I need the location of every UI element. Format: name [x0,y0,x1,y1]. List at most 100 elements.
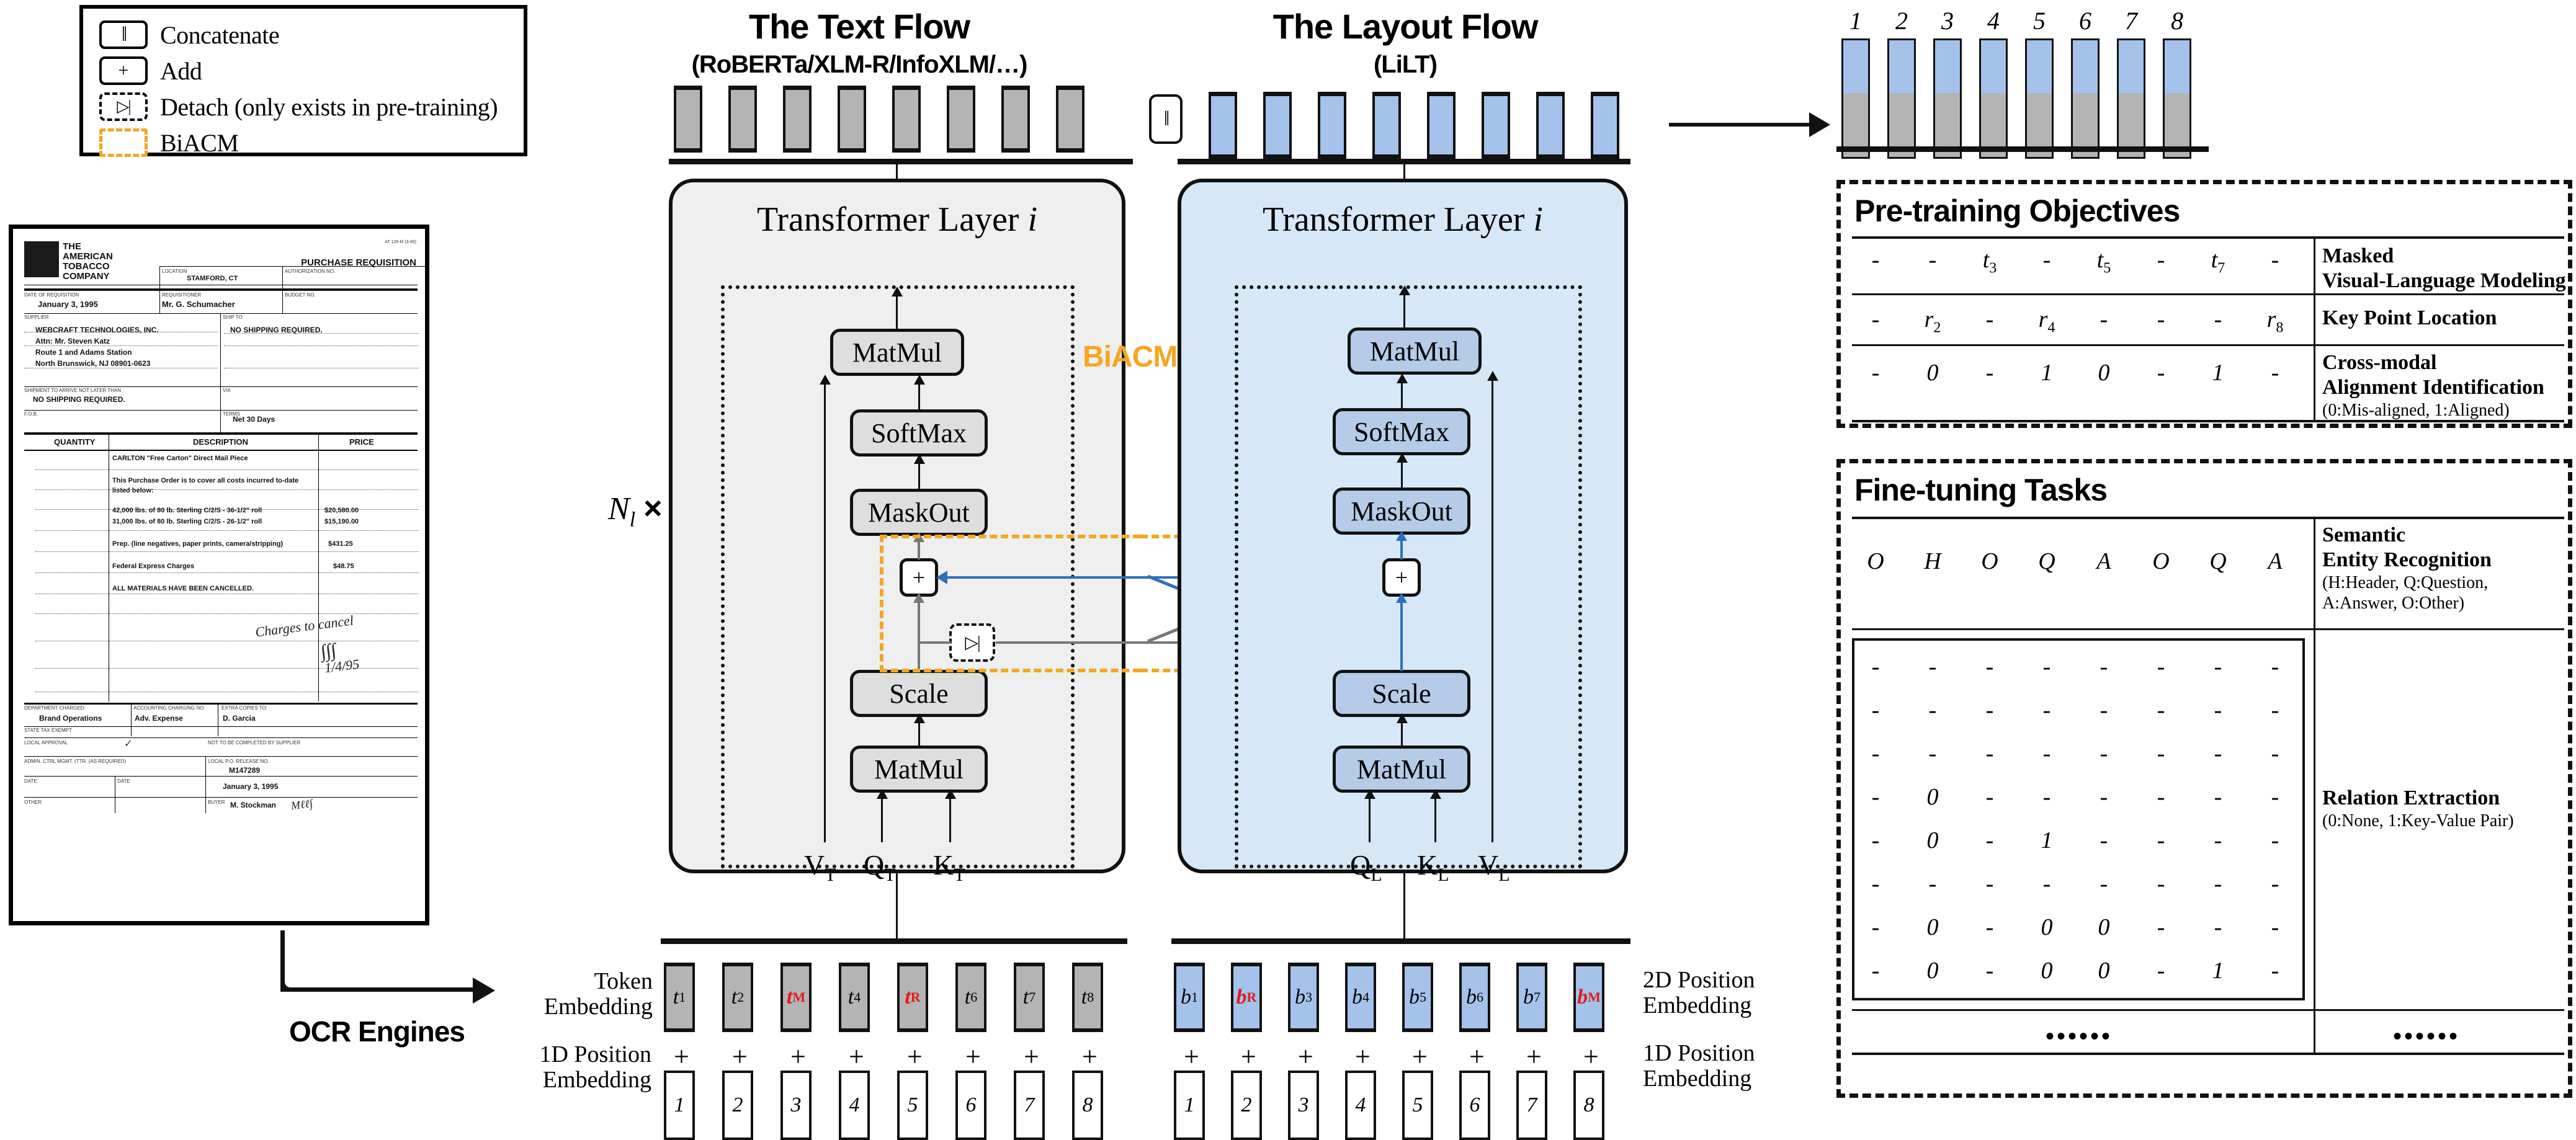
output-bar-layout-part [1841,38,1870,93]
re-matrix-cell: - [1985,871,1994,897]
layer-repeat-label: Nl × [608,491,663,532]
doc-footer-state-tax: STATE TAX EXEMPT [24,728,72,733]
text-embedding-underbar [661,938,1127,944]
re-matrix-cell: - [2214,697,2222,723]
text-maskout: MaskOut [850,489,988,536]
re-matrix-cell: - [2271,871,2279,897]
doc-value-requisitioner: Mr. G. Schumacher [162,300,235,309]
doc-row-desc-8: ALL MATERIALS HAVE BEEN CANCELLED. [112,585,254,592]
legend-item-add: + Add [99,53,524,88]
output-bar-index: 1 [1849,7,1862,35]
layout-embedding-underbar [1171,938,1630,944]
re-matrix-cell: - [2042,654,2051,680]
position-embedding-cell: 8 [1072,1071,1103,1140]
re-matrix-cell: - [2042,697,2051,723]
pretraining-cell: - [1928,247,1937,273]
text-matmul-bottom-label: MatMul [874,754,964,785]
ser-cell: H [1924,548,1941,574]
doc-footer-buyer-value: M. Stockman [230,801,277,809]
text-flow-top-connector [896,159,898,180]
position-embedding-cell: 6 [955,1071,986,1140]
re-matrix-cell: - [2157,871,2165,897]
pretraining-cell: - [2271,360,2279,386]
output-arrow-line [1669,123,1810,127]
pretraining-cell: r4 [2038,306,2055,336]
concatenate-icon: ‖ [99,20,148,49]
embedding-plus-symbol: + [1241,1041,1256,1072]
re-matrix-cell: - [1985,827,1994,853]
embedding-plus-symbol: + [849,1041,864,1072]
output-bar [1979,38,2008,159]
document-image: THE AMERICAN TOBACCO COMPANY AT 135-M (3… [9,225,429,925]
re-matrix-cell: - [2214,654,2222,680]
position-embedding-cell: 7 [1014,1071,1045,1140]
re-matrix-cell: - [1871,871,1880,897]
legend-item-biacm: BiACM [99,125,524,160]
layout-transformer-title-text: Transformer Layer [1262,200,1525,239]
re-matrix-cell: 0 [1926,827,1939,853]
text-detach-glyph: ▷| [965,633,980,652]
pretraining-cell: 0 [1926,360,1939,386]
doc-footer-acct-value: Adv. Expense [135,714,183,723]
ellipsis-right: •••••• [2393,1022,2461,1050]
pretraining-objectives-panel: Pre-training Objectives --t3-t5-t7- -r2-… [1836,180,2572,428]
doc-label-shipment-arrive: SHIPMENT TO ARRIVE NOT LATER THAN [24,388,122,393]
output-bar-layout-part [2071,38,2100,93]
re-matrix-cell: - [2100,871,2108,897]
re-matrix-cell: - [2157,741,2165,767]
pretraining-desc-cmai: Cross-modal Alignment Identification (0:… [2322,351,2544,421]
doc-supplier-line-4: North Brunswick, NJ 08901-0623 [35,359,151,368]
doc-footer-date-label-1: DATE [24,778,37,784]
company-logo-icon [24,241,59,277]
biacm-blue-arrowhead [936,571,947,584]
embedding-plus-symbol: + [1355,1041,1371,1072]
pretraining-cell: t7 [2211,247,2225,277]
output-bar-layout-part [1887,38,1916,93]
pos2d-embedding-label-right: 2D Position Embedding [1643,967,1755,1019]
doc-footer-dept-value: Brand Operations [39,714,102,723]
embedding-plus-symbol: + [1412,1041,1428,1072]
re-note: (0:None, 1:Key-Value Pair) [2322,811,2514,831]
flow-cell [728,86,757,153]
doc-company-line-1: THE [63,241,81,252]
output-bar-layout-part [1933,38,1962,93]
text-scale-label: Scale [889,678,949,709]
doc-shipto-value: NO SHIPPING REQUIRED. [230,326,323,334]
doc-handwriting: Charges to cancel [254,612,355,640]
embedding-plus-symbol: + [1469,1041,1485,1072]
doc-footer-po-label: LOCAL P.O. RELEASE NO. [208,759,269,764]
pretraining-cell: t5 [2096,247,2111,277]
re-matrix-cell: - [1871,827,1880,853]
re-matrix-cell: - [2100,741,2108,767]
doc-footer-admin-label: ADMIN. CTRL MGMT. (TTR. (AS REQUIRED) [24,759,127,764]
ser-description: Semantic Entity Recognition (H:Header, Q… [2322,523,2492,613]
doc-row-desc-6: Prep. (line negatives, paper prints, cam… [112,540,284,548]
doc-supplier-line-1: WEBCRAFT TECHNOLOGIES, INC. [35,326,159,334]
doc-value-date: January 3, 1995 [38,300,98,309]
biacm-swatch-icon [99,128,148,157]
text-softmax-label: SoftMax [871,417,967,448]
output-bar-index: 8 [2171,7,2183,35]
doc-label-requisitioner: REQUISITIONER [162,292,202,298]
doc-row-desc-1: CARLTON "Free Carton" Direct Mail Piece [112,455,248,462]
add-glyph: + [118,60,129,81]
text-q-label: QT [864,849,896,886]
finetuning-title: Fine-tuning Tasks [1854,473,2108,507]
layout-matmul-bottom-label: MatMul [1356,754,1447,785]
doc-footer-buyer-label: BUYER [208,799,225,805]
ser-cell: O [2152,548,2170,574]
pretraining-cell: r2 [1924,306,1941,336]
doc-company-line-3: TOBACCO [63,261,110,272]
flow-cell [838,86,866,153]
embedding-plus-symbol: + [1082,1041,1098,1072]
embedding-plus-symbol: + [1024,1041,1039,1072]
flow-cell [1209,92,1237,159]
pretraining-title: Pre-training Objectives [1854,194,2180,228]
